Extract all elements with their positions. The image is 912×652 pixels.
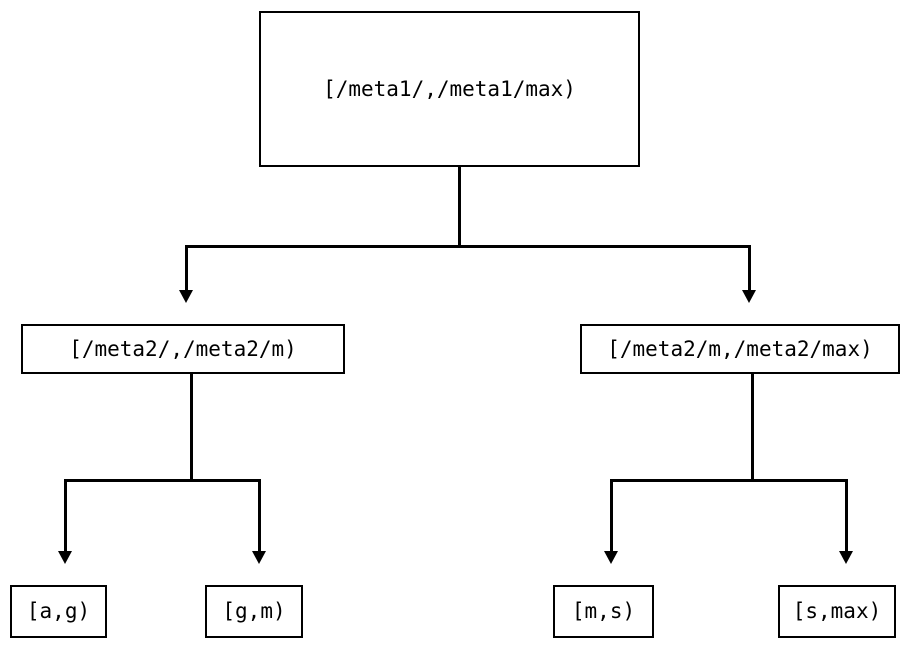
edge-mid-right-horizontal-bar-right [751, 479, 848, 482]
tree-node-leaf-ms-label: [m,s) [571, 599, 636, 623]
edge-mid-right-to-leaf-ms-drop [610, 479, 613, 552]
edge-mid-left-stem [190, 374, 193, 481]
arrowhead-down-icon-leaf-smax [839, 551, 853, 564]
tree-node-leaf-smax[interactable]: [s,max) [778, 585, 896, 638]
tree-node-leaf-smax-label: [s,max) [792, 599, 882, 623]
arrowhead-down-icon-mid-left [179, 290, 193, 303]
arrowhead-down-icon-mid-right [742, 290, 756, 303]
edge-mid-left-to-leaf-ag-drop [64, 479, 67, 552]
tree-node-root-label: [/meta1/,/meta1/max) [323, 76, 576, 101]
edge-root-to-mid-left-drop [185, 245, 188, 291]
tree-node-mid-right[interactable]: [/meta2/m,/meta2/max) [580, 324, 900, 374]
edge-mid-right-stem [751, 374, 754, 481]
arrowhead-down-icon-leaf-gm [252, 551, 266, 564]
edge-root-stem [458, 167, 461, 247]
arrowhead-down-icon-leaf-ag [58, 551, 72, 564]
tree-node-leaf-gm[interactable]: [g,m) [205, 585, 303, 638]
tree-node-root[interactable]: [/meta1/,/meta1/max) [259, 11, 640, 167]
edge-root-to-mid-right-drop [748, 245, 751, 291]
tree-node-leaf-ag-label: [a,g) [26, 599, 91, 623]
tree-node-mid-left[interactable]: [/meta2/,/meta2/m) [21, 324, 345, 374]
edge-mid-right-to-leaf-smax-drop [845, 479, 848, 552]
edge-mid-right-horizontal-bar-left [610, 479, 754, 482]
tree-node-leaf-ag[interactable]: [a,g) [10, 585, 107, 638]
tree-node-leaf-ms[interactable]: [m,s) [553, 585, 654, 638]
edge-mid-left-horizontal-bar-right [190, 479, 261, 482]
tree-node-mid-left-label: [/meta2/,/meta2/m) [69, 336, 297, 361]
tree-node-leaf-gm-label: [g,m) [222, 599, 286, 623]
tree-node-mid-right-label: [/meta2/m,/meta2/max) [607, 336, 873, 361]
edge-root-horizontal-bar [185, 245, 751, 248]
arrowhead-down-icon-leaf-ms [604, 551, 618, 564]
edge-mid-left-horizontal-bar [64, 479, 193, 482]
edge-mid-left-to-leaf-gm-drop [258, 479, 261, 552]
